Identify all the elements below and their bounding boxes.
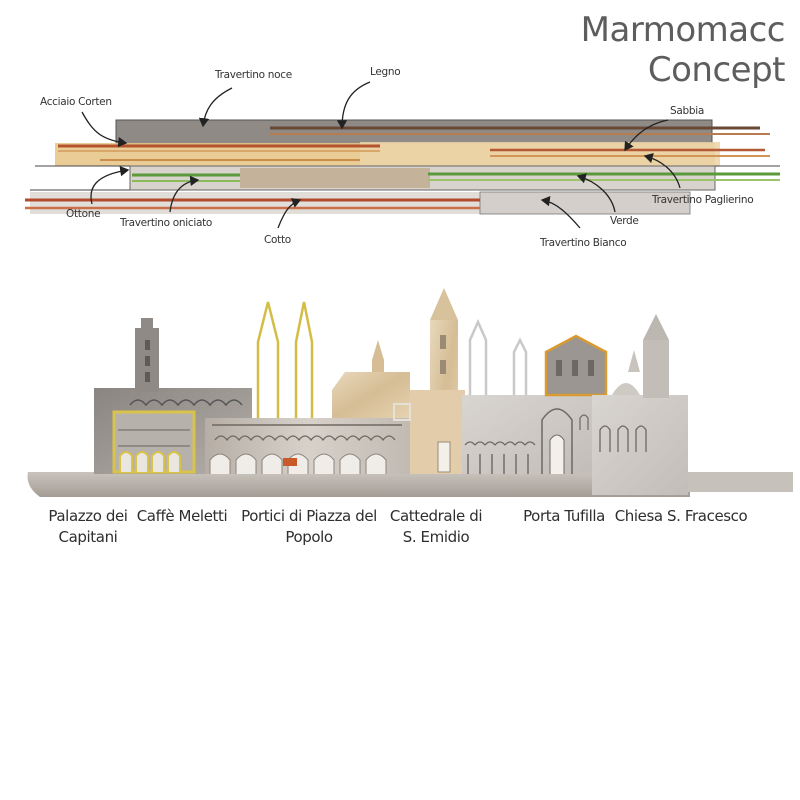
caption-chiesa-s-francesco: Chiesa S. Fracesco xyxy=(614,507,748,525)
label-cotto: Cotto xyxy=(264,234,291,246)
travertino-noce-slab xyxy=(115,119,713,145)
page-title: Marmomacc Concept xyxy=(580,10,786,90)
gold-spires xyxy=(256,301,314,418)
ground-slab-right xyxy=(688,472,793,492)
porta-tufilla xyxy=(462,395,592,474)
bianco-lower xyxy=(479,191,691,215)
sabbia-band xyxy=(360,142,720,166)
skyline xyxy=(27,288,793,497)
material-layers xyxy=(25,119,780,215)
caffe-meletti xyxy=(112,410,196,474)
travertino-oniciato-block xyxy=(240,168,430,188)
label-travertino-paglierino: Travertino Paglierino xyxy=(651,194,753,206)
label-travertino-bianco: Travertino Bianco xyxy=(539,237,626,249)
silver-spires xyxy=(468,318,528,398)
label-travertino-noce: Travertino noce xyxy=(214,69,292,81)
caption-palazzo-dei-capitani: Palazzo dei Capitani xyxy=(48,507,128,546)
label-acciaio-corten: Acciaio Corten xyxy=(40,96,112,108)
chiesa-s-francesco xyxy=(544,314,688,495)
label-verde: Verde xyxy=(610,215,639,227)
label-travertino-oniciato: Travertino oniciato xyxy=(119,217,212,229)
label-legno: Legno xyxy=(370,66,400,78)
caption-cattedrale-s-emidio: Cattedrale di S. Emidio xyxy=(389,507,483,546)
ground-slab xyxy=(27,472,690,497)
caption-portici-piazza-del-popolo: Portici di Piazza del Popolo xyxy=(241,507,377,546)
caption-porta-tufilla: Porta Tufilla xyxy=(523,507,605,525)
label-ottone: Ottone xyxy=(66,208,100,220)
portici-piazza-del-popolo xyxy=(205,418,410,474)
caption-caffe-meletti: Caffè Meletti xyxy=(136,507,228,525)
cattedrale-s-emidio xyxy=(332,288,465,474)
label-arrows xyxy=(81,81,681,229)
label-sabbia: Sabbia xyxy=(670,105,704,117)
